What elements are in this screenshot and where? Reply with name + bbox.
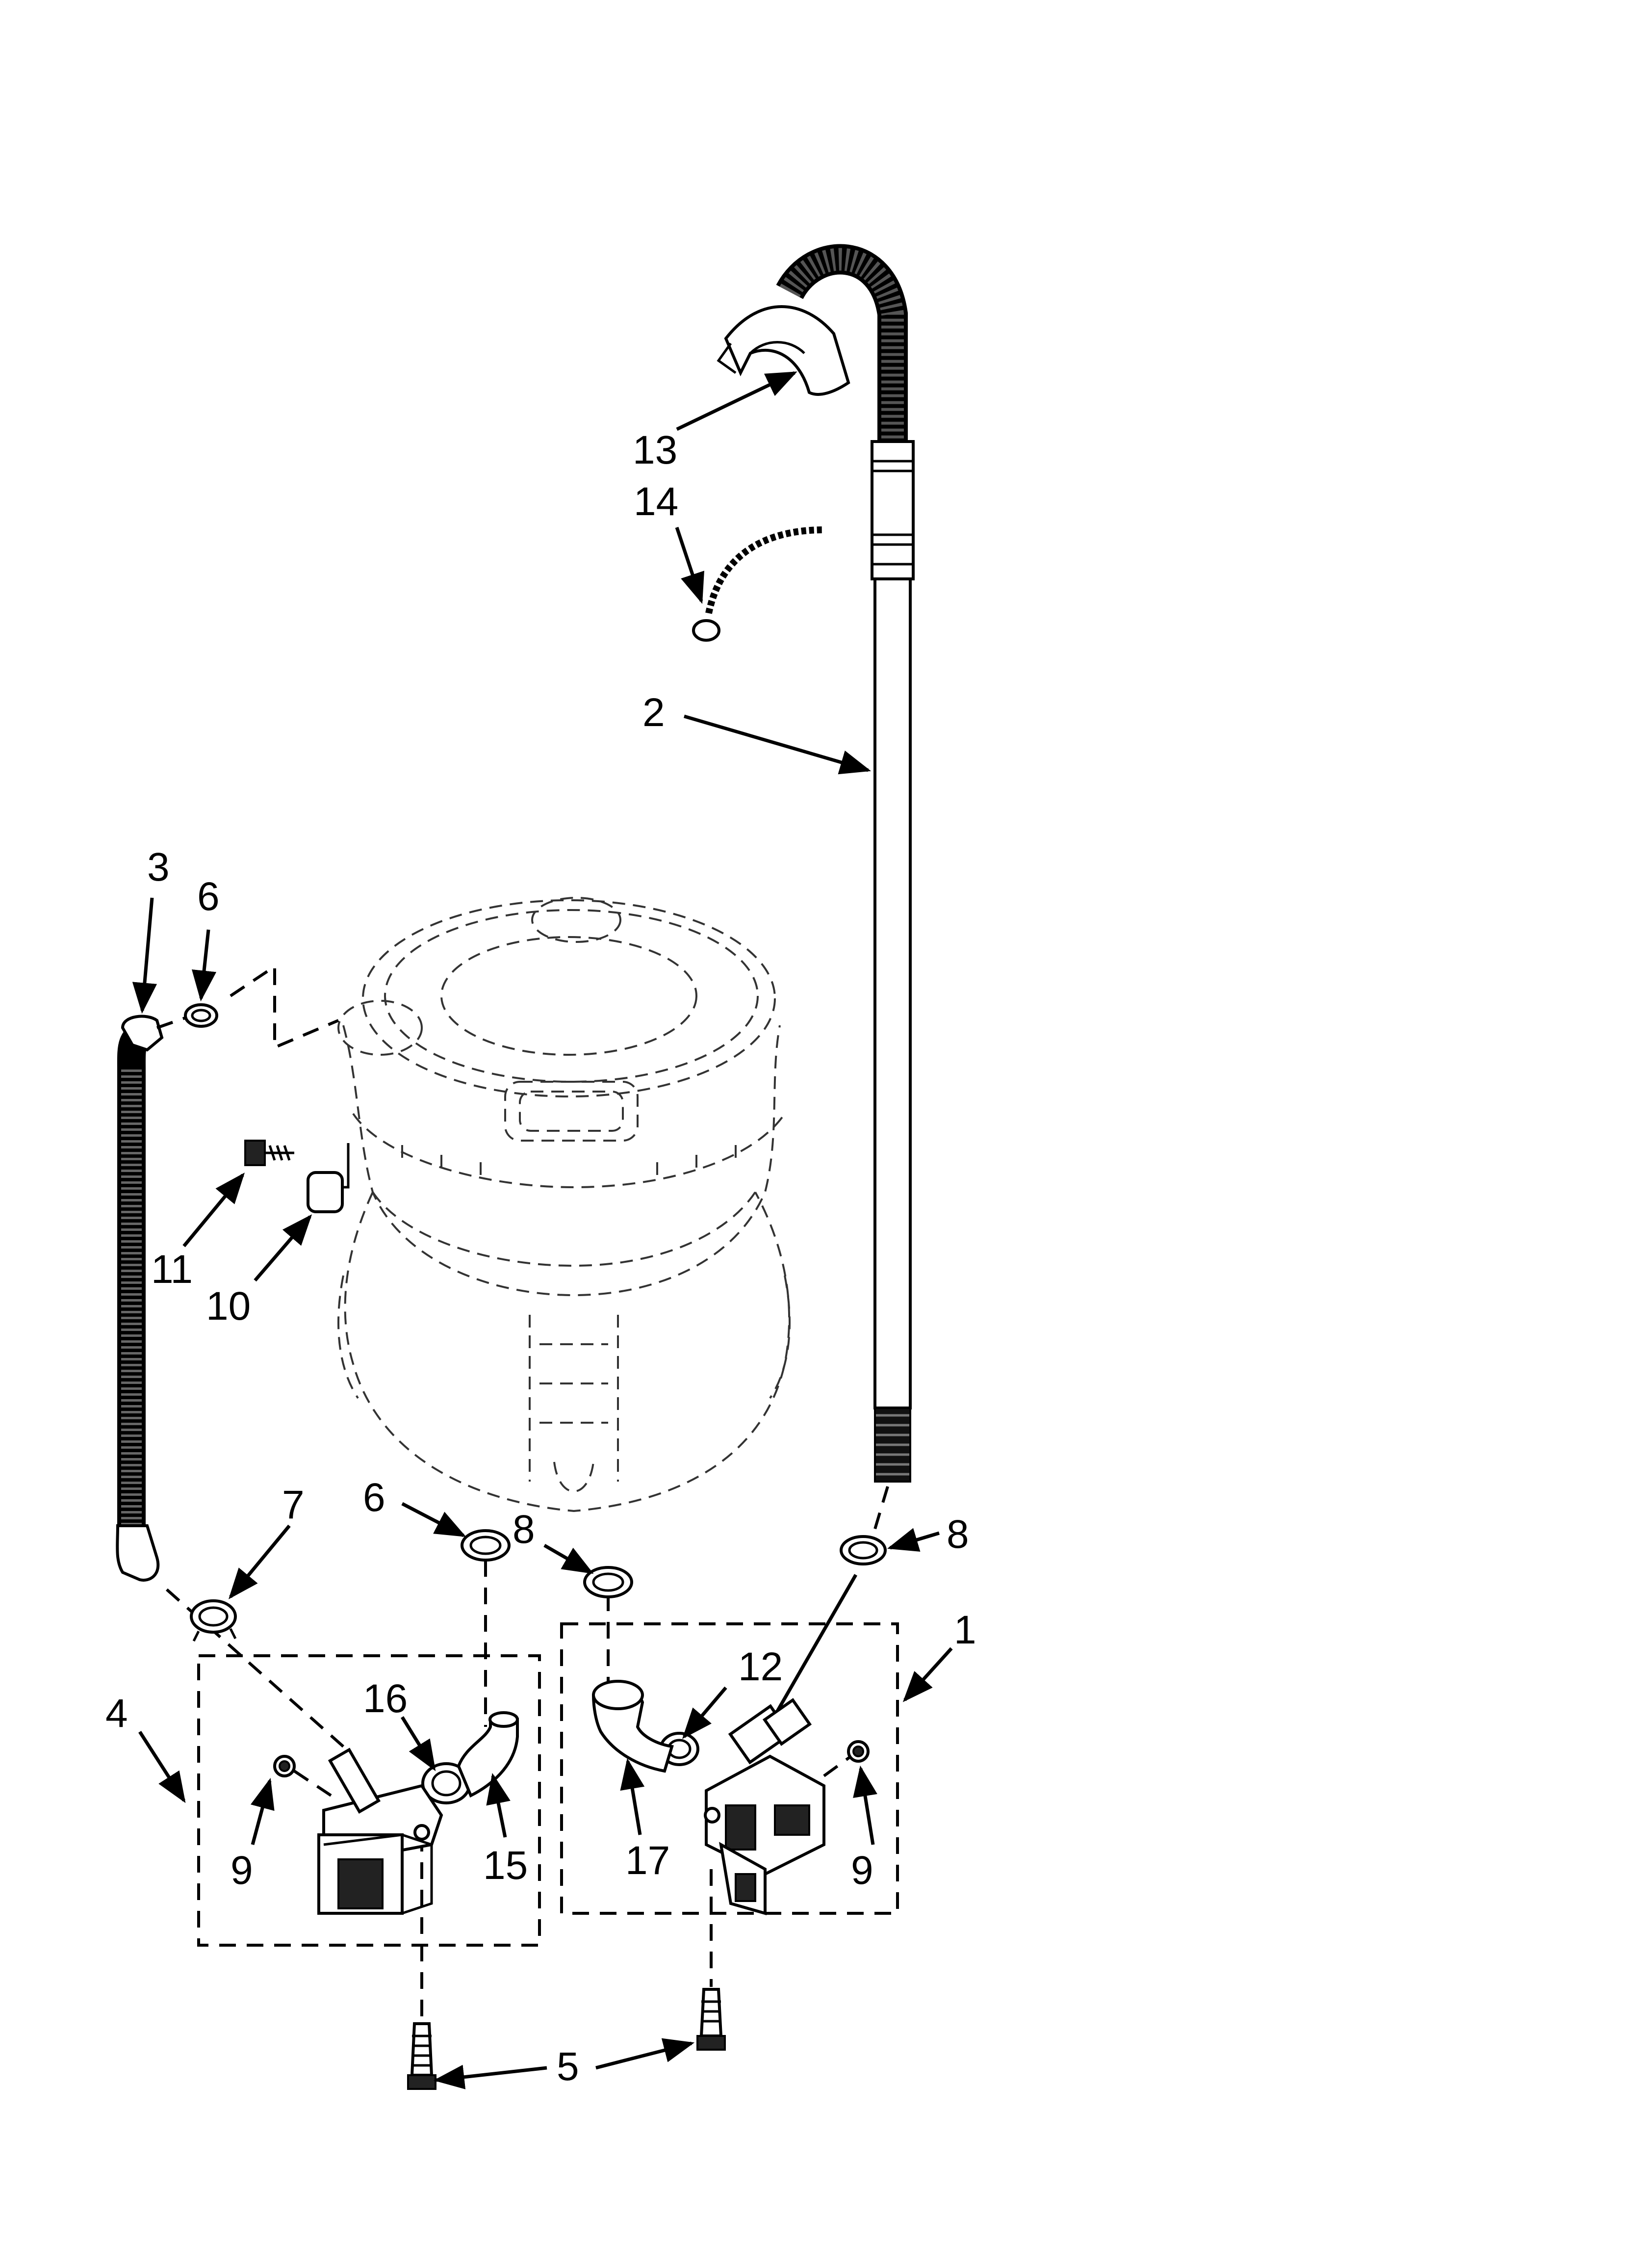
inlet-valve-box-1 [560, 1622, 899, 1915]
callout-8-right: 8 [947, 1512, 969, 1557]
callout-8-middle: 8 [513, 1507, 535, 1552]
leader-lines [132, 371, 953, 2089]
callout-17: 17 [625, 1838, 670, 1883]
callout-7: 7 [282, 1483, 305, 1527]
callout-6-middle: 6 [363, 1475, 385, 1520]
outer-tub-ghost [337, 897, 791, 1512]
filter-screen-9-right [847, 1740, 870, 1763]
clamp-6-top [184, 1003, 218, 1028]
callout-15: 15 [483, 1843, 528, 1888]
callout-2: 2 [642, 690, 665, 735]
callout-10: 10 [206, 1284, 251, 1329]
clamp-7 [190, 1599, 237, 1642]
callout-9-right: 9 [851, 1848, 873, 1893]
callout-13: 13 [633, 428, 677, 472]
inlet-valve-left [317, 1747, 443, 1915]
hose-guide-part [717, 305, 850, 396]
callout-3: 3 [147, 845, 170, 889]
elbow-15 [457, 1711, 519, 1798]
callout-16: 16 [363, 1676, 408, 1721]
callout-11: 11 [151, 1247, 193, 1292]
callout-1: 1 [954, 1608, 976, 1652]
clamp-6-middle [461, 1529, 511, 1562]
callout-6-top: 6 [197, 874, 220, 919]
callout-5: 5 [557, 2044, 579, 2089]
callout-14: 14 [634, 479, 678, 524]
filter-screen-9-left [273, 1755, 296, 1777]
tie-strap-part [692, 526, 824, 642]
callout-9-left: 9 [231, 1848, 253, 1893]
clamp-16 [421, 1762, 471, 1804]
screw-5-left [407, 2022, 436, 2090]
drain-hose [776, 244, 915, 1483]
inlet-hose [116, 1015, 164, 1582]
inlet-valve-box-4 [197, 1654, 541, 1947]
screw-5-right [696, 1988, 726, 2051]
bracket-10 [307, 1143, 350, 1213]
clamp-8-middle [583, 1566, 633, 1598]
inlet-valve-right [704, 1698, 825, 1915]
callout-4: 4 [105, 1691, 128, 1736]
elbow-17 [591, 1680, 674, 1773]
screw-11 [244, 1140, 294, 1166]
clamp-8-right [840, 1535, 887, 1565]
callout-12: 12 [738, 1644, 783, 1689]
